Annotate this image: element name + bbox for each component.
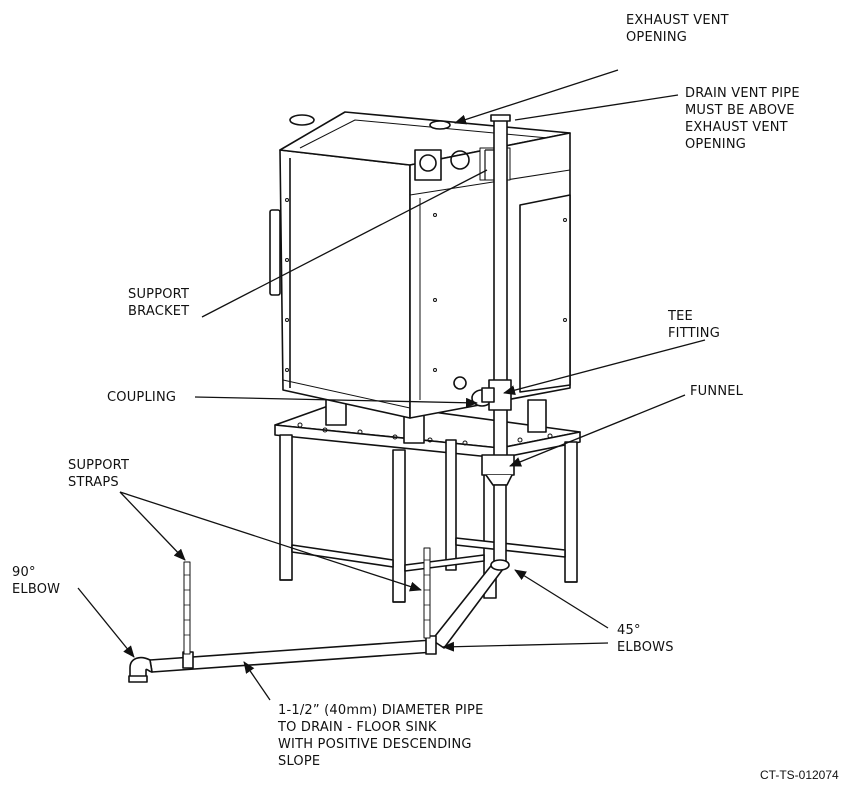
- tee-fitting-label: TEE FITTING: [668, 309, 720, 341]
- coupling-label: COUPLING: [107, 390, 177, 405]
- drain-vent-pipe-label: DRAIN VENT PIPE MUST BE ABOVE EXHAUST VE…: [685, 86, 800, 152]
- elbow-90-label: 90° ELBOW: [12, 565, 61, 597]
- leader-lines: [77, 69, 706, 701]
- drain-pipe-label: 1-1/2” (40mm) DIAMETER PIPE TO DRAIN - F…: [278, 703, 484, 769]
- elbows-45-label: 45° ELBOWS: [617, 623, 674, 655]
- floor-drain-pipe: [128, 547, 510, 683]
- funnel-label: FUNNEL: [690, 384, 744, 399]
- document-number: CT-TS-012074: [760, 768, 839, 782]
- drain-vent-pipe: [481, 114, 515, 566]
- support-bracket-label: SUPPORT BRACKET: [128, 287, 190, 319]
- exhaust-vent-opening-label: EXHAUST VENT OPENING: [626, 13, 729, 45]
- support-straps-label: SUPPORT STRAPS: [68, 458, 130, 490]
- oven-unit: [269, 111, 571, 444]
